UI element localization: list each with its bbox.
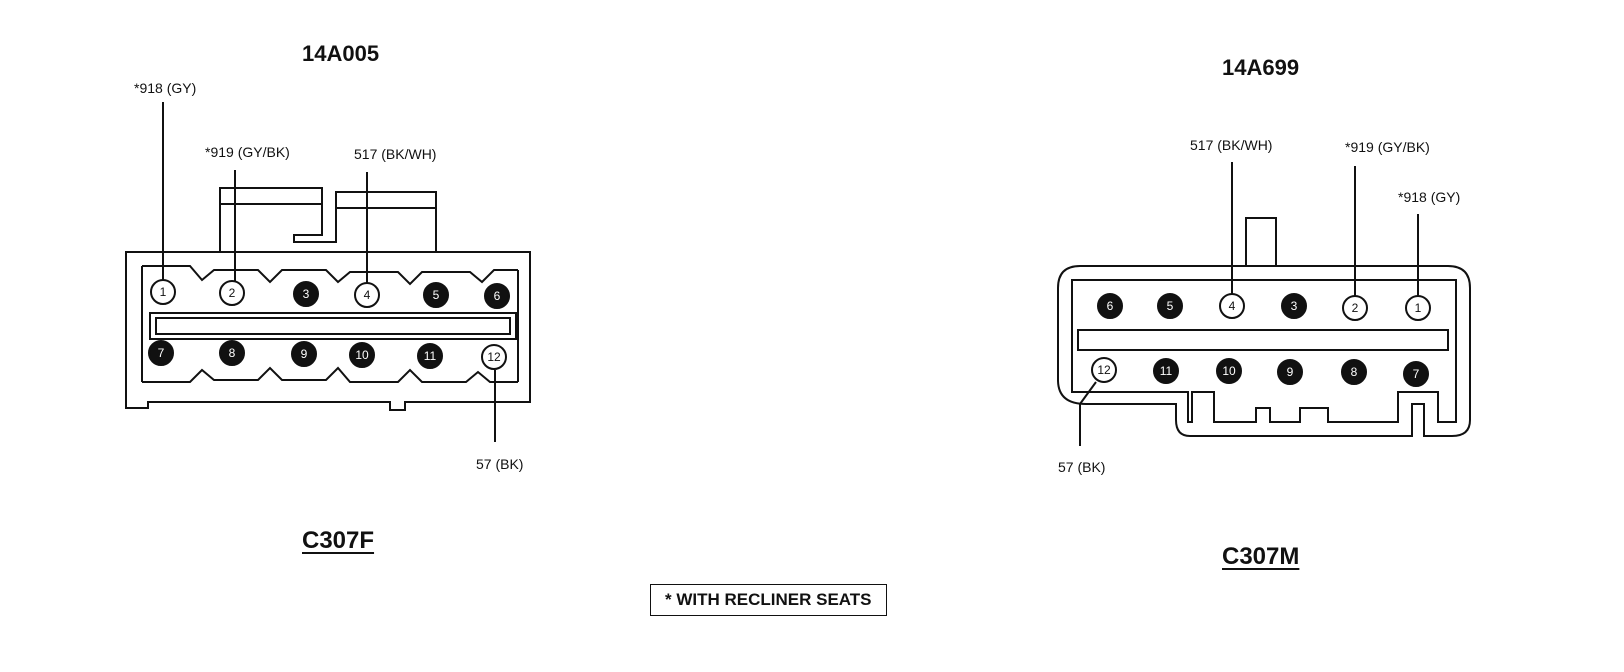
pin-number: 9: [301, 347, 308, 361]
right-part-number: 14A699: [1222, 55, 1300, 80]
left-connector-body: [125, 187, 531, 411]
right-connector-id: C307M: [1222, 543, 1300, 570]
left-wire-label-pin2: *919 (GY/BK): [205, 144, 290, 160]
right-pin-12: 12: [1091, 357, 1117, 383]
recliner-seats-note: * WITH RECLINER SEATS: [650, 584, 887, 616]
right-wire-label-pin2: *919 (GY/BK): [1345, 139, 1430, 155]
pin-circle: [148, 340, 174, 366]
pin-number: 3: [1291, 299, 1298, 313]
pin-circle: [150, 279, 176, 305]
left-wire-label-pin4: 517 (BK/WH): [354, 146, 437, 162]
right-pin-11: 11: [1153, 358, 1179, 384]
pin-circle: [1342, 295, 1368, 321]
left-pin-7: 7: [148, 340, 174, 366]
right-wire-label-pin1: *918 (GY): [1398, 189, 1461, 205]
right-pin-4: 4: [1219, 293, 1245, 319]
pin-circle: [417, 343, 443, 369]
left-pin-6: 6: [484, 283, 510, 309]
pin-circle: [1277, 359, 1303, 385]
left-wire-label-pin12: 57 (BK): [476, 456, 524, 472]
right-wire-label-pin4: 517 (BK/WH): [1190, 137, 1273, 153]
pin-number: 2: [1352, 301, 1359, 315]
pin-number: 12: [1097, 363, 1111, 377]
pin-circle: [1091, 357, 1117, 383]
pin-circle: [219, 280, 245, 306]
right-wire-label-pin12: 57 (BK): [1058, 459, 1106, 475]
pin-number: 7: [158, 346, 165, 360]
pin-circle: [349, 342, 375, 368]
right-leader-lines: [1079, 162, 1419, 446]
pin-number: 5: [1167, 299, 1174, 313]
pin-number: 9: [1287, 365, 1294, 379]
right-connector-body: [1057, 217, 1471, 437]
pin-circle: [1341, 359, 1367, 385]
pin-circle: [1216, 358, 1242, 384]
right-pin-1: 1: [1405, 295, 1431, 321]
left-pin-2: 2: [219, 280, 245, 306]
pin-circle: [219, 340, 245, 366]
pin-number: 6: [1107, 299, 1114, 313]
pin-number: 11: [1160, 364, 1173, 378]
left-pin-1: 1: [150, 279, 176, 305]
pin-number: 4: [1229, 299, 1236, 313]
left-pin-11: 11: [417, 343, 443, 369]
left-pin-12: 12: [481, 344, 507, 370]
pin-number: 7: [1413, 367, 1420, 381]
pin-circle: [291, 341, 317, 367]
pin-number: 1: [1415, 301, 1422, 315]
left-pin-4: 4: [354, 282, 380, 308]
right-pin-9: 9: [1277, 359, 1303, 385]
pin-circle: [1219, 293, 1245, 319]
left-wire-label-pin1: *918 (GY): [134, 80, 197, 96]
pin-circle: [481, 344, 507, 370]
pin-circle: [293, 281, 319, 307]
right-pin-5: 5: [1157, 293, 1183, 319]
pin-number: 10: [1222, 364, 1236, 378]
left-pin-10: 10: [349, 342, 375, 368]
pin-circle: [1157, 293, 1183, 319]
pin-number: 6: [494, 289, 501, 303]
left-pin-8: 8: [219, 340, 245, 366]
right-pin-10: 10: [1216, 358, 1242, 384]
left-pin-9: 9: [291, 341, 317, 367]
right-pins: 6 5 4 3 2 1 12 11 10 9 8 7: [1091, 293, 1431, 387]
pin-number: 12: [487, 350, 501, 364]
pin-circle: [1153, 358, 1179, 384]
pin-number: 4: [364, 288, 371, 302]
right-pin-2: 2: [1342, 295, 1368, 321]
pin-circle: [1403, 361, 1429, 387]
pin-number: 5: [433, 288, 440, 302]
pin-number: 11: [424, 349, 437, 363]
pin-circle: [484, 283, 510, 309]
pin-number: 8: [1351, 365, 1358, 379]
left-pin-5: 5: [423, 282, 449, 308]
right-pin-7: 7: [1403, 361, 1429, 387]
pin-number: 2: [229, 286, 236, 300]
pin-number: 8: [229, 346, 236, 360]
right-pin-3: 3: [1281, 293, 1307, 319]
pin-circle: [1097, 293, 1123, 319]
pin-circle: [1405, 295, 1431, 321]
left-pin-3: 3: [293, 281, 319, 307]
pin-number: 10: [355, 348, 369, 362]
left-part-number: 14A005: [302, 41, 380, 66]
left-leader-lines: [162, 102, 496, 442]
pin-circle: [1281, 293, 1307, 319]
left-connector-id: C307F: [302, 527, 375, 554]
pin-number: 3: [303, 287, 310, 301]
right-pin-8: 8: [1341, 359, 1367, 385]
pin-circle: [354, 282, 380, 308]
right-pin-6: 6: [1097, 293, 1123, 319]
pin-number: 1: [160, 285, 167, 299]
pin-circle: [423, 282, 449, 308]
